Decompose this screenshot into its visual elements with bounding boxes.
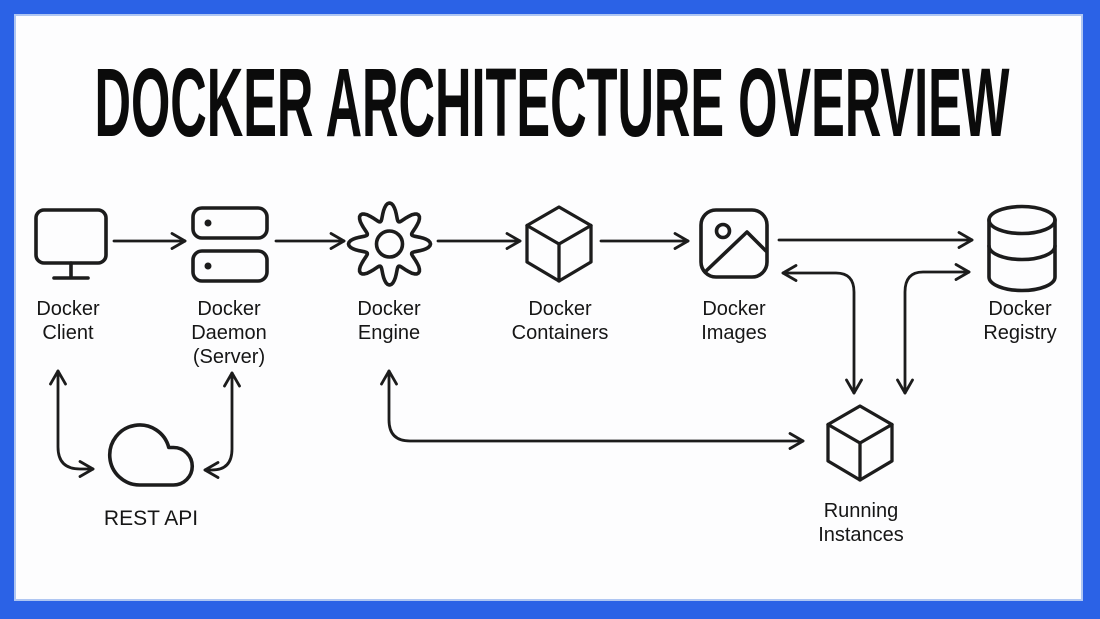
label-running-instances: Instances	[818, 524, 904, 546]
database-icon	[987, 204, 1057, 293]
node-labels: Docker Client Docker Daemon (Server) Doc…	[36, 298, 1056, 546]
server-stack-icon	[191, 206, 269, 283]
label-docker-containers: Docker	[528, 298, 592, 320]
label-docker-registry: Docker	[988, 298, 1052, 320]
cloud-icon	[107, 423, 194, 487]
label-docker-containers: Containers	[512, 322, 609, 344]
arrow-registry-running-instances	[896, 263, 971, 395]
label-docker-images: Images	[701, 322, 767, 344]
picture-icon	[699, 208, 769, 279]
arrow-daemon-rest-api	[203, 371, 241, 479]
label-docker-daemon: Docker	[197, 298, 261, 320]
gear-icon	[346, 201, 433, 287]
cube-icon	[826, 404, 894, 482]
label-running-instances: Running	[824, 500, 899, 522]
arrow-client-rest-api	[49, 369, 95, 478]
label-docker-daemon: (Server)	[193, 346, 265, 368]
page-title: DOCKER ARCHITECTURE OVERVIEW	[95, 48, 1010, 157]
label-docker-registry: Registry	[983, 322, 1056, 344]
label-docker-client: Docker	[36, 298, 100, 320]
monitor-icon	[34, 208, 108, 280]
label-docker-daemon: Daemon	[191, 322, 267, 344]
arrow-images-running-instances	[781, 264, 863, 395]
label-rest-api: REST API	[104, 507, 198, 530]
cube-icon	[525, 205, 593, 283]
label-docker-engine: Docker	[357, 298, 421, 320]
gear-outline	[346, 201, 433, 287]
label-docker-engine: Engine	[358, 322, 420, 344]
label-docker-images: Docker	[702, 298, 766, 320]
label-docker-client: Client	[42, 322, 94, 344]
arrow-engine-running-instances	[380, 369, 805, 450]
